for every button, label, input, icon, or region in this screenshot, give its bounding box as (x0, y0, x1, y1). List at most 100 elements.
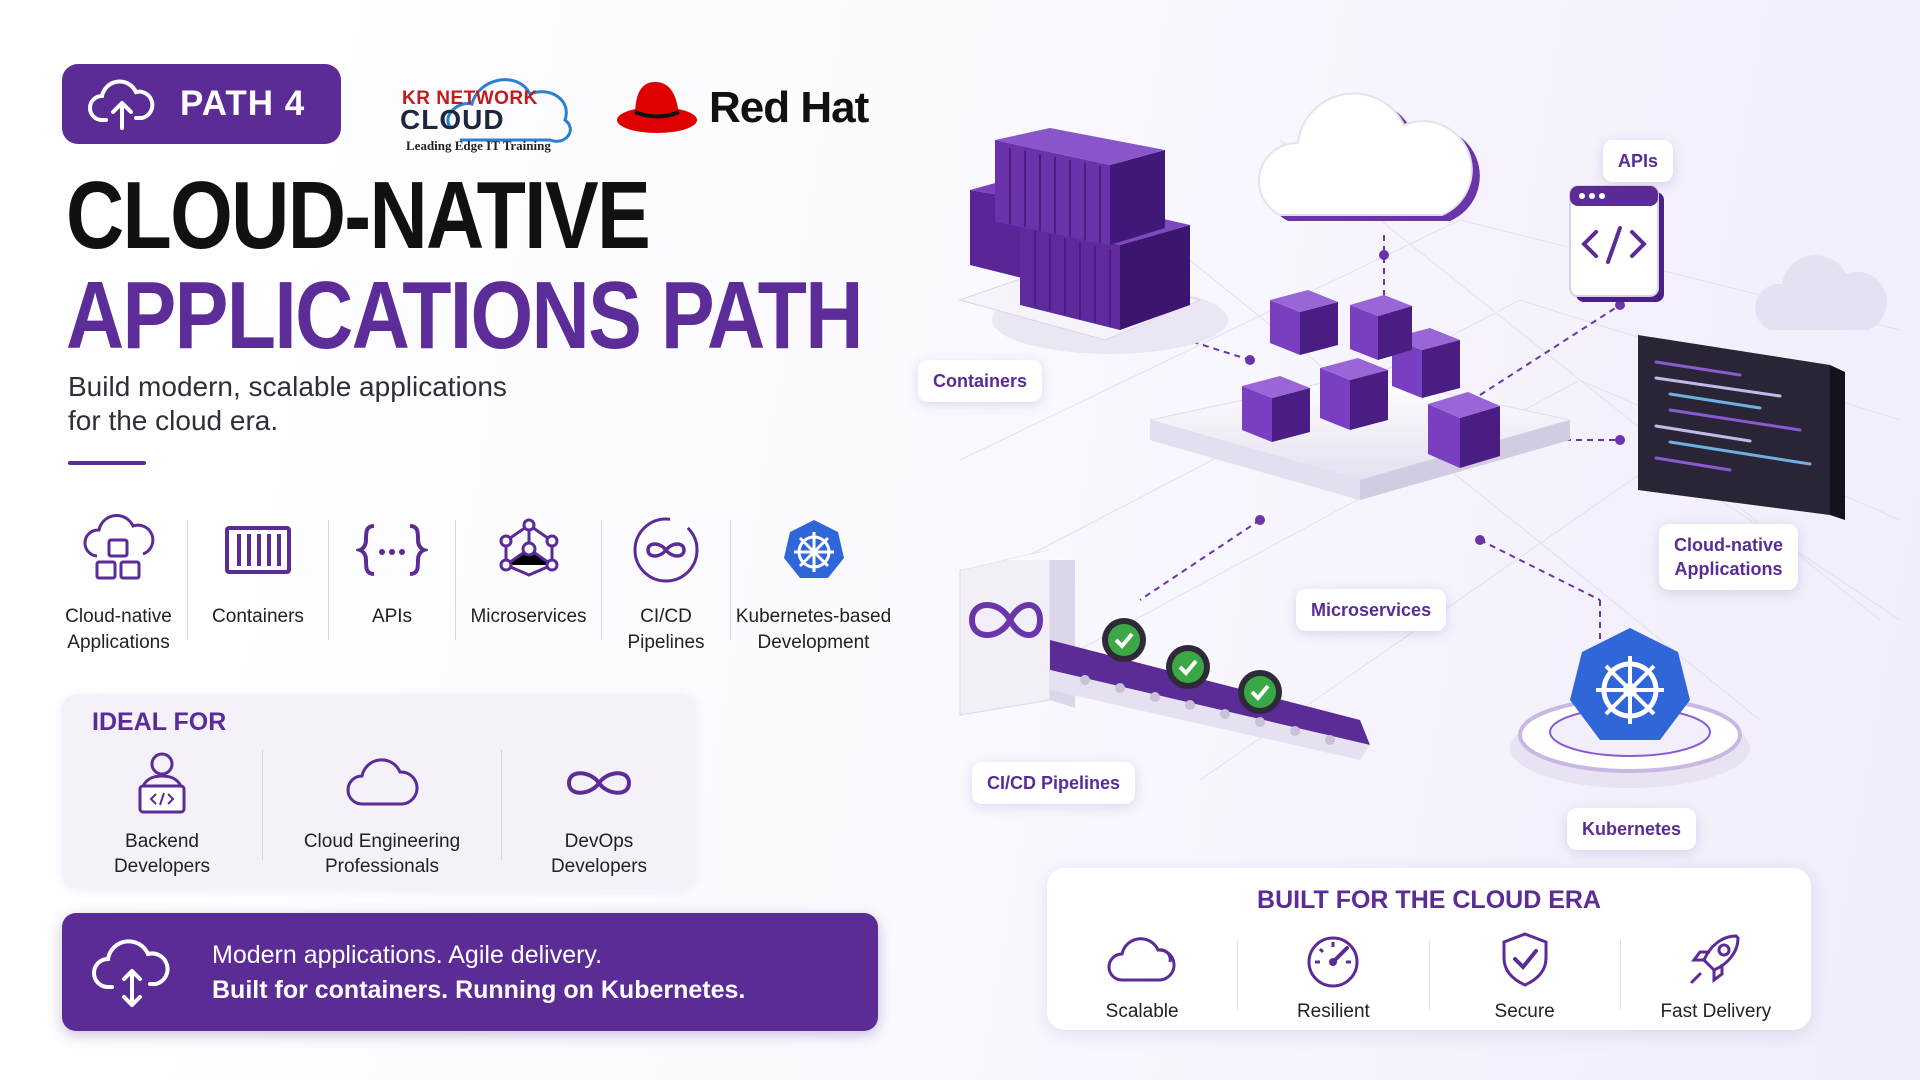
audience-label-1: Cloud Engineering (303, 831, 461, 852)
microservice-cube-icon (1270, 290, 1338, 355)
red-hat-logo: Red Hat (615, 72, 869, 144)
audience-label-1: DevOps (564, 831, 634, 852)
label-kubernetes: Kubernetes (1567, 808, 1697, 850)
divider (187, 520, 188, 640)
built-for-heading: BUILT FOR THE CLOUD ERA (1257, 886, 1601, 914)
connector-nodes (1245, 250, 1625, 545)
feature-label-1: Cloud-native (65, 606, 172, 627)
feature-label-1: Containers (212, 606, 304, 627)
page-title-line1: CLOUD-NATIVE (66, 162, 651, 269)
feature-label-1: CI/CD (640, 606, 692, 627)
code-monitor-illustration (1638, 335, 1845, 520)
cloud-upload-icon (86, 74, 158, 135)
benefit-label: Resilient (1296, 1001, 1370, 1022)
divider (1428, 940, 1430, 1010)
divider (1619, 940, 1621, 1010)
benefit-scalable: Scalable (1047, 930, 1237, 1026)
label-cloud-native-line1: Cloud-native (1674, 535, 1784, 555)
feature-apis: APIs (329, 510, 455, 660)
red-hat-wordmark: Red Hat (709, 83, 869, 132)
kubernetes-pedestal-illustration (1510, 628, 1750, 788)
feature-label-2: Pipelines (627, 632, 705, 653)
audience-label-2: Professionals (324, 856, 440, 877)
path-badge: PATH 4 (62, 64, 341, 144)
label-cicd-pipelines: CI/CD Pipelines (972, 762, 1136, 804)
accent-divider (68, 461, 146, 465)
kubernetes-helm-icon (782, 510, 846, 590)
benefit-label: Fast Delivery (1660, 1001, 1772, 1022)
divider (455, 520, 456, 640)
cloud-sync-icon (90, 935, 174, 1016)
benefit-resilient: Resilient (1238, 930, 1428, 1026)
benefit-secure: Secure (1430, 930, 1620, 1026)
feature-label-2: Applications (67, 632, 170, 653)
microservice-cube-icon (1320, 358, 1388, 430)
developer-laptop-icon (132, 750, 192, 821)
feature-label-1: APIs (371, 606, 413, 627)
banner-line2: Built for containers. Running on Kuberne… (212, 976, 746, 1004)
feature-label-2: Development (757, 632, 870, 653)
benefit-fast-delivery: Fast Delivery (1621, 930, 1811, 1026)
infinity-cycle-icon (629, 510, 703, 590)
divider (328, 520, 329, 640)
tagline-banner: Modern applications. Agile delivery. Bui… (62, 913, 878, 1031)
kr-logo-line1: KR NETWORK (402, 88, 538, 109)
feature-microservices: Microservices (456, 510, 601, 660)
cloud-icon (1104, 930, 1180, 993)
kr-logo-line2: CLOUD (400, 104, 505, 135)
subtitle-line2: for the cloud era. (68, 405, 279, 436)
network-nodes-icon (494, 510, 564, 590)
feature-label-1: Kubernetes-based (735, 606, 892, 627)
microservice-cube-icon (1428, 392, 1500, 468)
shield-check-icon (1496, 930, 1554, 993)
page-title-line2: APPLICATIONS PATH (66, 262, 863, 369)
audience-label-2: Developers (113, 856, 211, 877)
feature-containers: Containers (188, 510, 328, 660)
built-for-cloud-panel: BUILT FOR THE CLOUD ERA Scalable Resilie… (1047, 868, 1811, 1030)
subtitle: Build modern, scalable applications for … (68, 370, 588, 438)
label-apis: APIs (1603, 140, 1674, 182)
check-badge-icon (1102, 618, 1146, 662)
background-grid (959, 139, 1901, 781)
cloud-native-diagram (958, 92, 1901, 788)
ideal-for-heading: IDEAL FOR (92, 708, 227, 736)
kr-network-cloud-logo: KR NETWORK CLOUD Leading Edge IT Trainin… (400, 60, 580, 155)
api-window-illustration (1569, 185, 1664, 302)
kr-logo-tagline: Leading Edge IT Training (406, 138, 551, 153)
audience-label-1: Backend (125, 831, 199, 852)
divider (601, 520, 602, 640)
divider (1237, 940, 1239, 1010)
container-icon (223, 510, 293, 590)
shipping-containers-illustration (958, 128, 1228, 354)
feature-label-1: Microservices (470, 606, 587, 627)
cloud-illustration (1257, 92, 1480, 221)
microservices-platform-illustration (1149, 290, 1571, 500)
check-badge-icon (1166, 645, 1210, 689)
cicd-conveyor-illustration (959, 549, 1370, 760)
braces-icon (356, 510, 428, 590)
banner-line1: Modern applications. Agile delivery. (212, 941, 603, 969)
divider (730, 520, 731, 640)
path-label: PATH 4 (180, 84, 306, 123)
check-badge-icon (1238, 670, 1282, 714)
audience-label-2: Developers (550, 856, 648, 877)
feature-cicd: CI/CD Pipelines (602, 510, 730, 660)
label-cloud-native-applications: Cloud-native Applications (1659, 524, 1799, 590)
cloud-cubes-icon (79, 510, 159, 590)
divider (501, 750, 502, 860)
benefit-label: Scalable (1105, 1001, 1179, 1022)
kubernetes-logo-icon (1570, 628, 1690, 740)
label-containers: Containers (918, 360, 1043, 402)
decorative-cloud-icon (1755, 255, 1888, 330)
label-microservices: Microservices (1296, 589, 1447, 631)
red-hat-icon (615, 74, 699, 143)
cloud-outline-icon (342, 750, 422, 821)
rocket-icon (1686, 930, 1746, 993)
